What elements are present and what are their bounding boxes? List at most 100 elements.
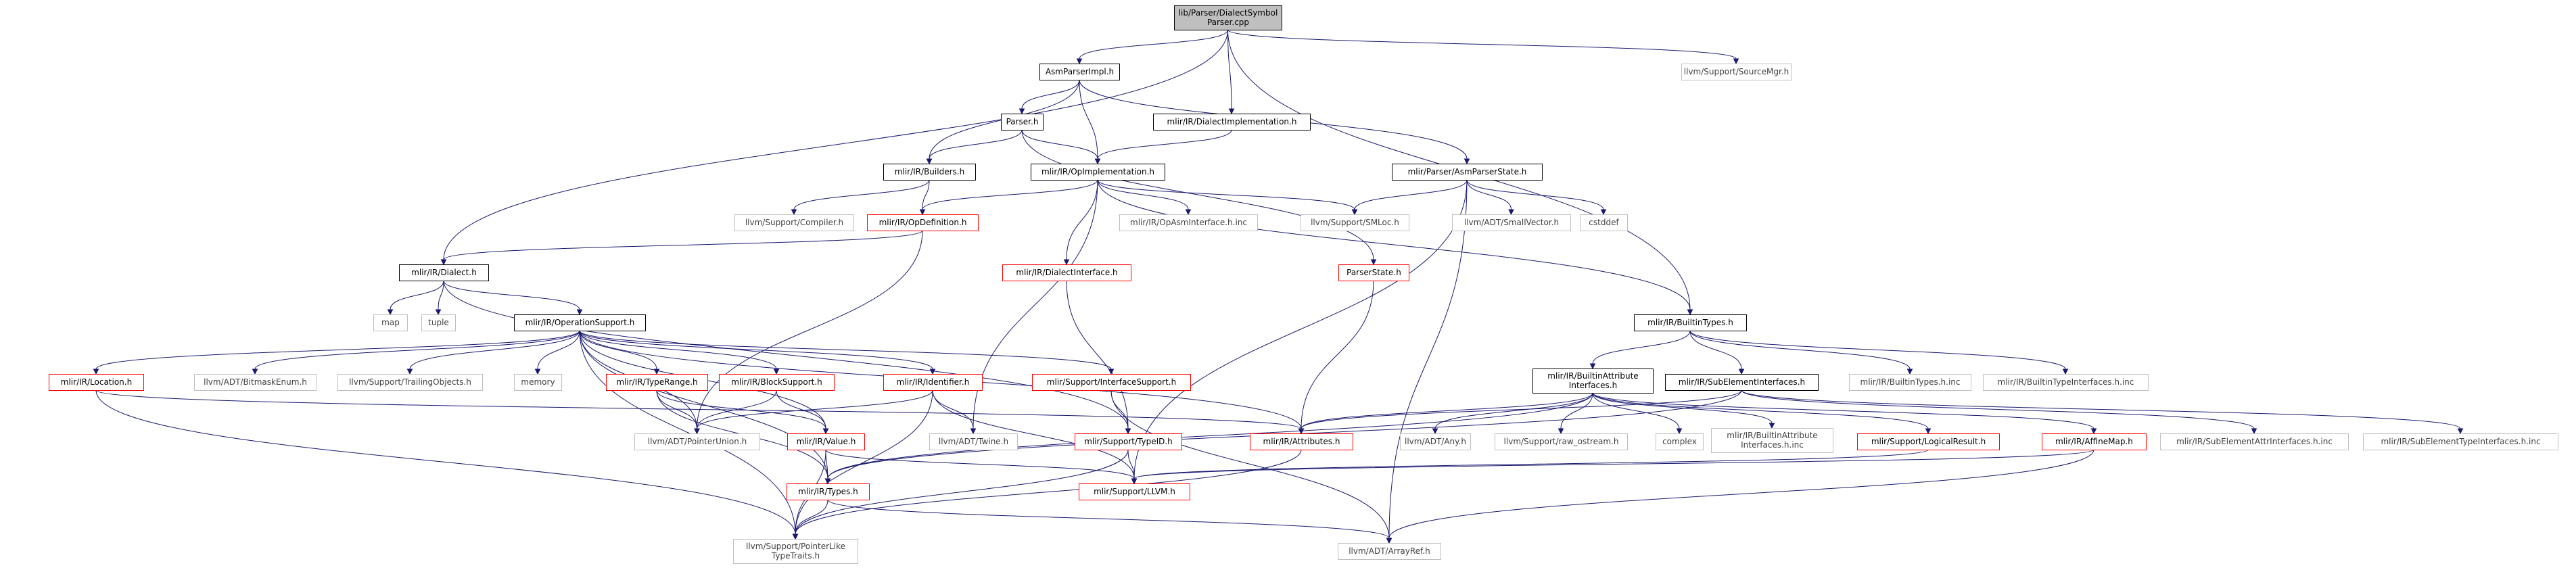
node-box (1338, 264, 1409, 281)
edge-parser-to-builders (926, 129, 1023, 165)
node-label: llvm/ADT/ArrayRef.h (1349, 546, 1430, 556)
edge-affinemap-to-arrayref (1386, 449, 2094, 544)
node-box (1039, 64, 1120, 80)
node-label: llvm/Support/SourceMgr.h (1684, 67, 1789, 76)
node-dialectimpl[interactable]: mlir/IR/DialectImplementation.h (1153, 114, 1311, 130)
node-affinemap[interactable]: mlir/IR/AffineMap.h (2042, 433, 2147, 450)
node-parser[interactable]: Parser.h (1001, 114, 1044, 130)
node-box (2042, 433, 2147, 450)
edge-opsupport-to-bitmaskenum (252, 330, 580, 375)
node-box (49, 374, 144, 391)
node-any: llvm/ADT/Any.h (1400, 433, 1471, 450)
node-box (733, 539, 858, 564)
node-box (1681, 64, 1792, 80)
node-bitmaskenum: llvm/ADT/BitmaskEnum.h (194, 374, 317, 391)
node-opdefinition[interactable]: mlir/IR/OpDefinition.h (867, 214, 979, 231)
node-opsupport[interactable]: mlir/IR/OperationSupport.h (514, 314, 646, 331)
node-attributes[interactable]: mlir/IR/Attributes.h (1250, 433, 1353, 450)
node-label: mlir/IR/Builders.h (895, 167, 964, 176)
edge-interfacesupport-to-typeid (1110, 389, 1131, 435)
node-label: mlir/IR/OpImplementation.h (1041, 167, 1154, 176)
edge-opsupport-to-memory (534, 330, 580, 375)
node-box (1495, 433, 1628, 450)
edge-opdefinition-to-dialect (440, 230, 923, 266)
node-llvmh[interactable]: mlir/Support/LLVM.h (1079, 483, 1190, 500)
node-label: mlir/IR/SubElementInterfaces.h (1679, 377, 1805, 387)
node-label: mlir/IR/DialectImplementation.h (1167, 117, 1297, 126)
node-typeid[interactable]: mlir/Support/TypeID.h (1075, 433, 1182, 450)
node-label: llvm/Support/raw_ostream.h (1504, 437, 1619, 446)
node-label: tuple (428, 318, 449, 327)
edge-opimpl-to-opasminterface (1097, 179, 1192, 216)
edge-opsupport-to-blocksupport (579, 330, 780, 375)
node-logicalresult[interactable]: mlir/Support/LogicalResult.h (1857, 433, 2000, 450)
edge-builtintypes-to-builtintypeifinc (1689, 330, 2069, 375)
node-label: mlir/IR/Dialect.h (411, 268, 477, 277)
node-box (1119, 214, 1258, 231)
edge-parserstate-to-attributes (1298, 280, 1374, 435)
node-box (1392, 164, 1543, 181)
edge-opimpl-to-dialectinterface (1063, 179, 1098, 266)
node-box (1857, 433, 2000, 450)
node-label: mlir/IR/SubElementTypeInterfaces.h.inc (2381, 437, 2540, 446)
edge-opsupport-to-identifier (579, 330, 936, 375)
node-box (734, 214, 854, 231)
node-interfacesupport[interactable]: mlir/Support/InterfaceSupport.h (1032, 374, 1191, 391)
node-box (399, 264, 489, 281)
node-dialectinterface[interactable]: mlir/IR/DialectInterface.h (1002, 264, 1131, 281)
node-box (606, 374, 708, 391)
edge-types-to-pointerlike (792, 499, 828, 540)
edge-types-to-arrayref (827, 499, 1392, 544)
node-label: mlir/IR/DialectInterface.h (1016, 268, 1117, 277)
node-builtintypes[interactable]: mlir/IR/BuiltinTypes.h (1634, 314, 1747, 331)
edge-asmparserstate-to-smallvector (1466, 179, 1514, 216)
edge-asmparserstate-to-cstddef (1466, 179, 1607, 216)
node-identifier[interactable]: mlir/IR/Identifier.h (883, 374, 983, 391)
node-location[interactable]: mlir/IR/Location.h (49, 374, 144, 391)
node-parserstate[interactable]: ParserState.h (1338, 264, 1409, 281)
node-tuple: tuple (421, 314, 456, 331)
node-label: mlir/Support/TypeID.h (1084, 437, 1173, 446)
node-pointerunion: llvm/ADT/PointerUnion.h (634, 433, 760, 450)
node-box (337, 374, 483, 391)
node-label: llvm/Support/Compiler.h (745, 218, 843, 227)
node-types[interactable]: mlir/IR/Types.h (787, 483, 870, 500)
node-label: mlir/Support/LogicalResult.h (1871, 437, 1986, 446)
edge-affinemap-to-llvmh (1131, 449, 2094, 485)
node-blocksupport[interactable]: mlir/IR/BlockSupport.h (719, 374, 835, 391)
node-layer: lib/Parser/DialectSymbolParser.cppAsmPar… (49, 5, 2558, 564)
edge-dialectimpl-to-opimpl (1094, 129, 1232, 165)
node-box (929, 433, 1018, 450)
node-box (883, 374, 983, 391)
node-dialect[interactable]: mlir/IR/Dialect.h (399, 264, 489, 281)
edge-builtinattrif-to-any (1432, 392, 1593, 435)
node-value[interactable]: mlir/IR/Value.h (787, 433, 865, 450)
node-label: mlir/IR/OperationSupport.h (525, 318, 635, 327)
node-label: llvm/ADT/SmallVector.h (1464, 218, 1559, 227)
node-box (883, 164, 976, 181)
node-arrayref: llvm/ADT/ArrayRef.h (1338, 543, 1441, 560)
node-box (2363, 433, 2558, 450)
edge-asmparserstate-to-smloc (1351, 179, 1468, 216)
node-asmparserimpl[interactable]: AsmParserImpl.h (1039, 64, 1120, 80)
node-smloc: llvm/Support/SMLoc.h (1301, 214, 1409, 231)
node-label: ParserState.h (1346, 268, 1401, 277)
edge-asmparserstate-to-arrayref (1386, 179, 1468, 544)
node-label: Parser.cpp (1207, 18, 1249, 27)
node-asmparserstate[interactable]: mlir/Parser/AsmParserState.h (1392, 164, 1543, 181)
edge-value-to-llvmh (825, 449, 1138, 485)
edge-subelementif-to-subelemtypeifinc (1741, 389, 2464, 435)
node-smallvector: llvm/ADT/SmallVector.h (1452, 214, 1571, 231)
node-typerange[interactable]: mlir/IR/TypeRange.h (606, 374, 708, 391)
edge-builtintypes-to-builtintypesinc (1689, 330, 1913, 375)
node-subelementif[interactable]: mlir/IR/SubElementInterfaces.h (1665, 374, 1819, 391)
edge-identifier-to-twine (932, 389, 977, 435)
edge-builtinattrif-to-affinemap (1592, 392, 2097, 435)
node-box (1075, 433, 1182, 450)
node-opimpl[interactable]: mlir/IR/OpImplementation.h (1031, 164, 1165, 181)
node-builders[interactable]: mlir/IR/Builders.h (883, 164, 976, 181)
